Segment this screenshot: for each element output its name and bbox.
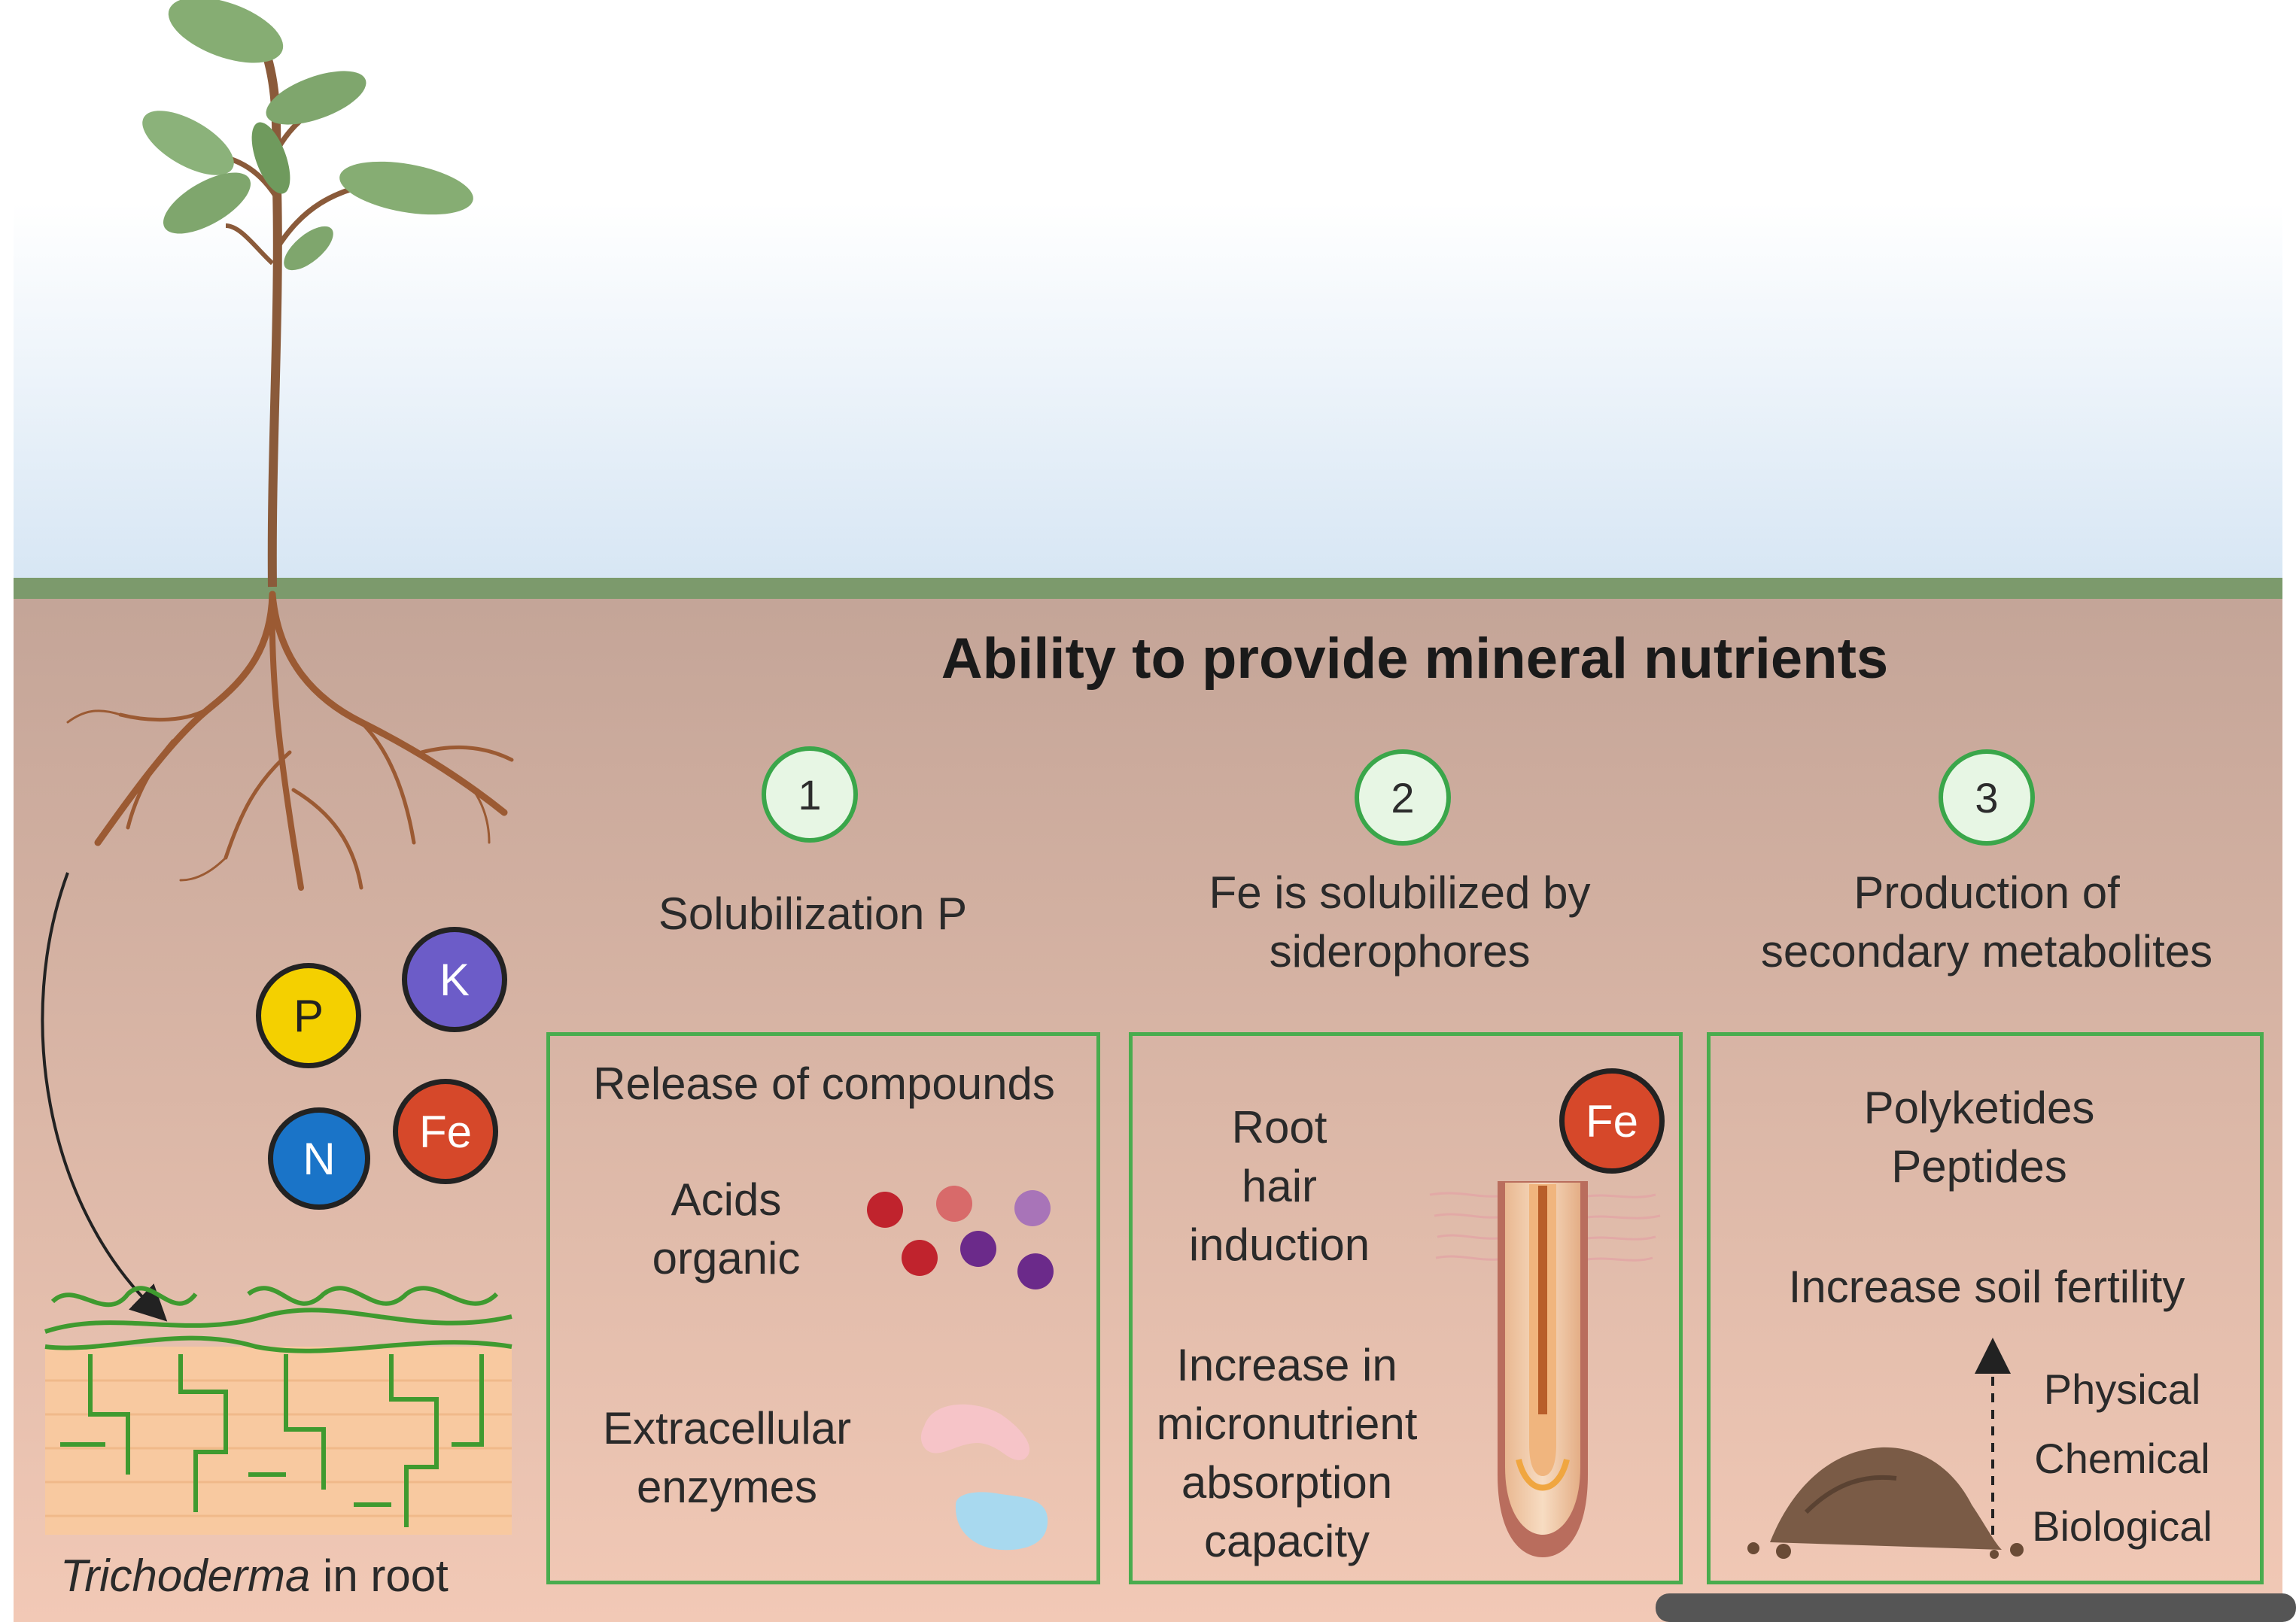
column-1-heading: Solubilization P — [587, 885, 1039, 943]
grass-line — [14, 578, 2282, 599]
increase-soil-fertility-label: Increase soil fertility — [1788, 1262, 2185, 1312]
column-3-heading-line-1: Production of — [1854, 867, 2120, 918]
nutrient-k-badge: K — [402, 927, 507, 1032]
caption-italic: Trichoderma — [60, 1551, 311, 1601]
step-2-badge: 2 — [1355, 749, 1451, 846]
organic-acids-line-2: organic — [652, 1233, 801, 1283]
nutrient-n-badge: N — [268, 1107, 370, 1210]
increase-line-2: micronutrient — [1156, 1399, 1418, 1449]
step-3-badge: 3 — [1939, 749, 2035, 846]
enzymes-line-1: Extracellular — [602, 1403, 852, 1453]
nutrient-fe-label: Fe — [418, 1106, 473, 1157]
bottom-bar — [1656, 1593, 2296, 1622]
peptides-label: Peptides — [1891, 1141, 2067, 1192]
chemical-label: Chemical — [2034, 1435, 2210, 1482]
fe-badge: Fe — [1559, 1068, 1665, 1174]
column-2-heading: Fe is solubilized by siderophores — [1136, 864, 1663, 981]
column-2-heading-line-2: siderophores — [1269, 926, 1531, 977]
nutrient-p-label: P — [293, 990, 324, 1041]
root-caption: Trichoderma in root — [60, 1550, 449, 1602]
nutrient-fe-badge: Fe — [393, 1079, 498, 1184]
root-hair-induction-label: Root hair induction — [1166, 1098, 1392, 1274]
release-of-compounds-label: Release of compounds — [593, 1059, 1055, 1109]
metabolite-compounds-label: Polyketides Peptides — [1753, 1079, 2205, 1196]
micronutrient-absorption-label: Increase in micronutrient absorption cap… — [1136, 1336, 1437, 1571]
polyketides-label: Polyketides — [1863, 1083, 2095, 1133]
extracellular-enzymes-label: Extracellular enzymes — [576, 1399, 877, 1517]
root-tissue-icon — [44, 1286, 512, 1535]
column-3-heading-line-2: secondary metabolites — [1760, 926, 2213, 977]
column-1-heading-line: Solubilization P — [658, 888, 968, 939]
nutrient-n-label: N — [303, 1133, 336, 1184]
organic-acid-molecules-icon — [867, 1186, 1054, 1289]
plant-icon — [142, 0, 473, 588]
enzyme-icons — [920, 1404, 1048, 1551]
root-hair-line-1: Root — [1231, 1102, 1327, 1153]
root-hair-line-2: hair — [1241, 1161, 1318, 1211]
root-system-icon — [66, 591, 514, 891]
root-hair-line-3: induction — [1188, 1220, 1370, 1270]
physical-label: Physical — [2043, 1365, 2201, 1413]
increase-line-1: Increase in — [1176, 1340, 1397, 1390]
root-tip-icon — [1429, 1181, 1661, 1557]
step-1-number: 1 — [798, 770, 822, 819]
nutrient-p-badge: P — [256, 963, 361, 1068]
increase-line-4: capacity — [1203, 1516, 1370, 1566]
caption-rest: in root — [310, 1551, 449, 1601]
panel-solubilization-p — [546, 1032, 1100, 1584]
organic-acids-label: Acids organic — [625, 1171, 828, 1288]
step-1-badge: 1 — [762, 746, 858, 843]
nutrient-k-label: K — [439, 954, 470, 1005]
panel-siderophores — [1129, 1032, 1683, 1584]
enzymes-line-2: enzymes — [636, 1462, 818, 1512]
organic-acids-line-1: Acids — [671, 1174, 782, 1225]
increase-line-3: absorption — [1181, 1457, 1393, 1508]
step-2-number: 2 — [1391, 773, 1415, 822]
step-3-number: 3 — [1975, 773, 1999, 822]
fe-badge-label: Fe — [1585, 1095, 1639, 1147]
arrow-to-root — [41, 872, 168, 1322]
sky — [14, 0, 2282, 579]
column-2-heading-line-1: Fe is solubilized by — [1209, 867, 1591, 918]
soil-pile-icon — [1747, 1447, 2024, 1559]
biological-label: Biological — [2032, 1502, 2212, 1550]
column-3-heading: Production of secondary metabolites — [1693, 864, 2280, 981]
panel-secondary-metabolites — [1707, 1032, 2264, 1584]
diagram-title: Ability to provide mineral nutrients — [941, 627, 1889, 691]
